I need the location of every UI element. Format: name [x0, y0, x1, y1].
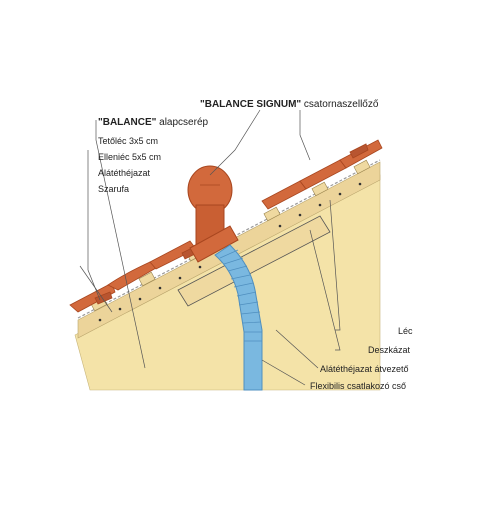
vent-title-rest: csatornaszellőző: [301, 99, 379, 110]
flexible-pipe: [214, 244, 263, 391]
roof-tiles: [69, 139, 383, 313]
counter-batten-dots: [98, 182, 362, 322]
tile-label: "BALANCE" alapcserép: [98, 118, 208, 128]
membrane-passthrough: [177, 215, 331, 307]
leader-lines: [79, 109, 341, 386]
vent-title-label: "BALANCE SIGNUM" csatornaszellőző: [200, 100, 378, 110]
rafter-label: Szarufa: [98, 184, 130, 194]
flexible-pipe-label: Flexibilis csatlakozó cső: [310, 381, 407, 391]
vent-cap: [187, 165, 239, 263]
vent-title-bold: "BALANCE SIGNUM": [200, 99, 302, 110]
decking-label: Deszkázat: [368, 345, 411, 355]
tile-label-rest: alapcserép: [156, 117, 209, 128]
tile-label-bold: "BALANCE": [98, 117, 157, 128]
lath-label: Léc: [398, 326, 413, 336]
underlay-passthrough-label: Alátéthéjazat átvezető: [320, 364, 409, 374]
underlay-label: Alátéthéjazat: [98, 168, 151, 178]
batten-label: Tetőléc 3x5 cm: [98, 136, 159, 146]
counter-batten-label: Elleniéc 5x5 cm: [98, 152, 162, 162]
